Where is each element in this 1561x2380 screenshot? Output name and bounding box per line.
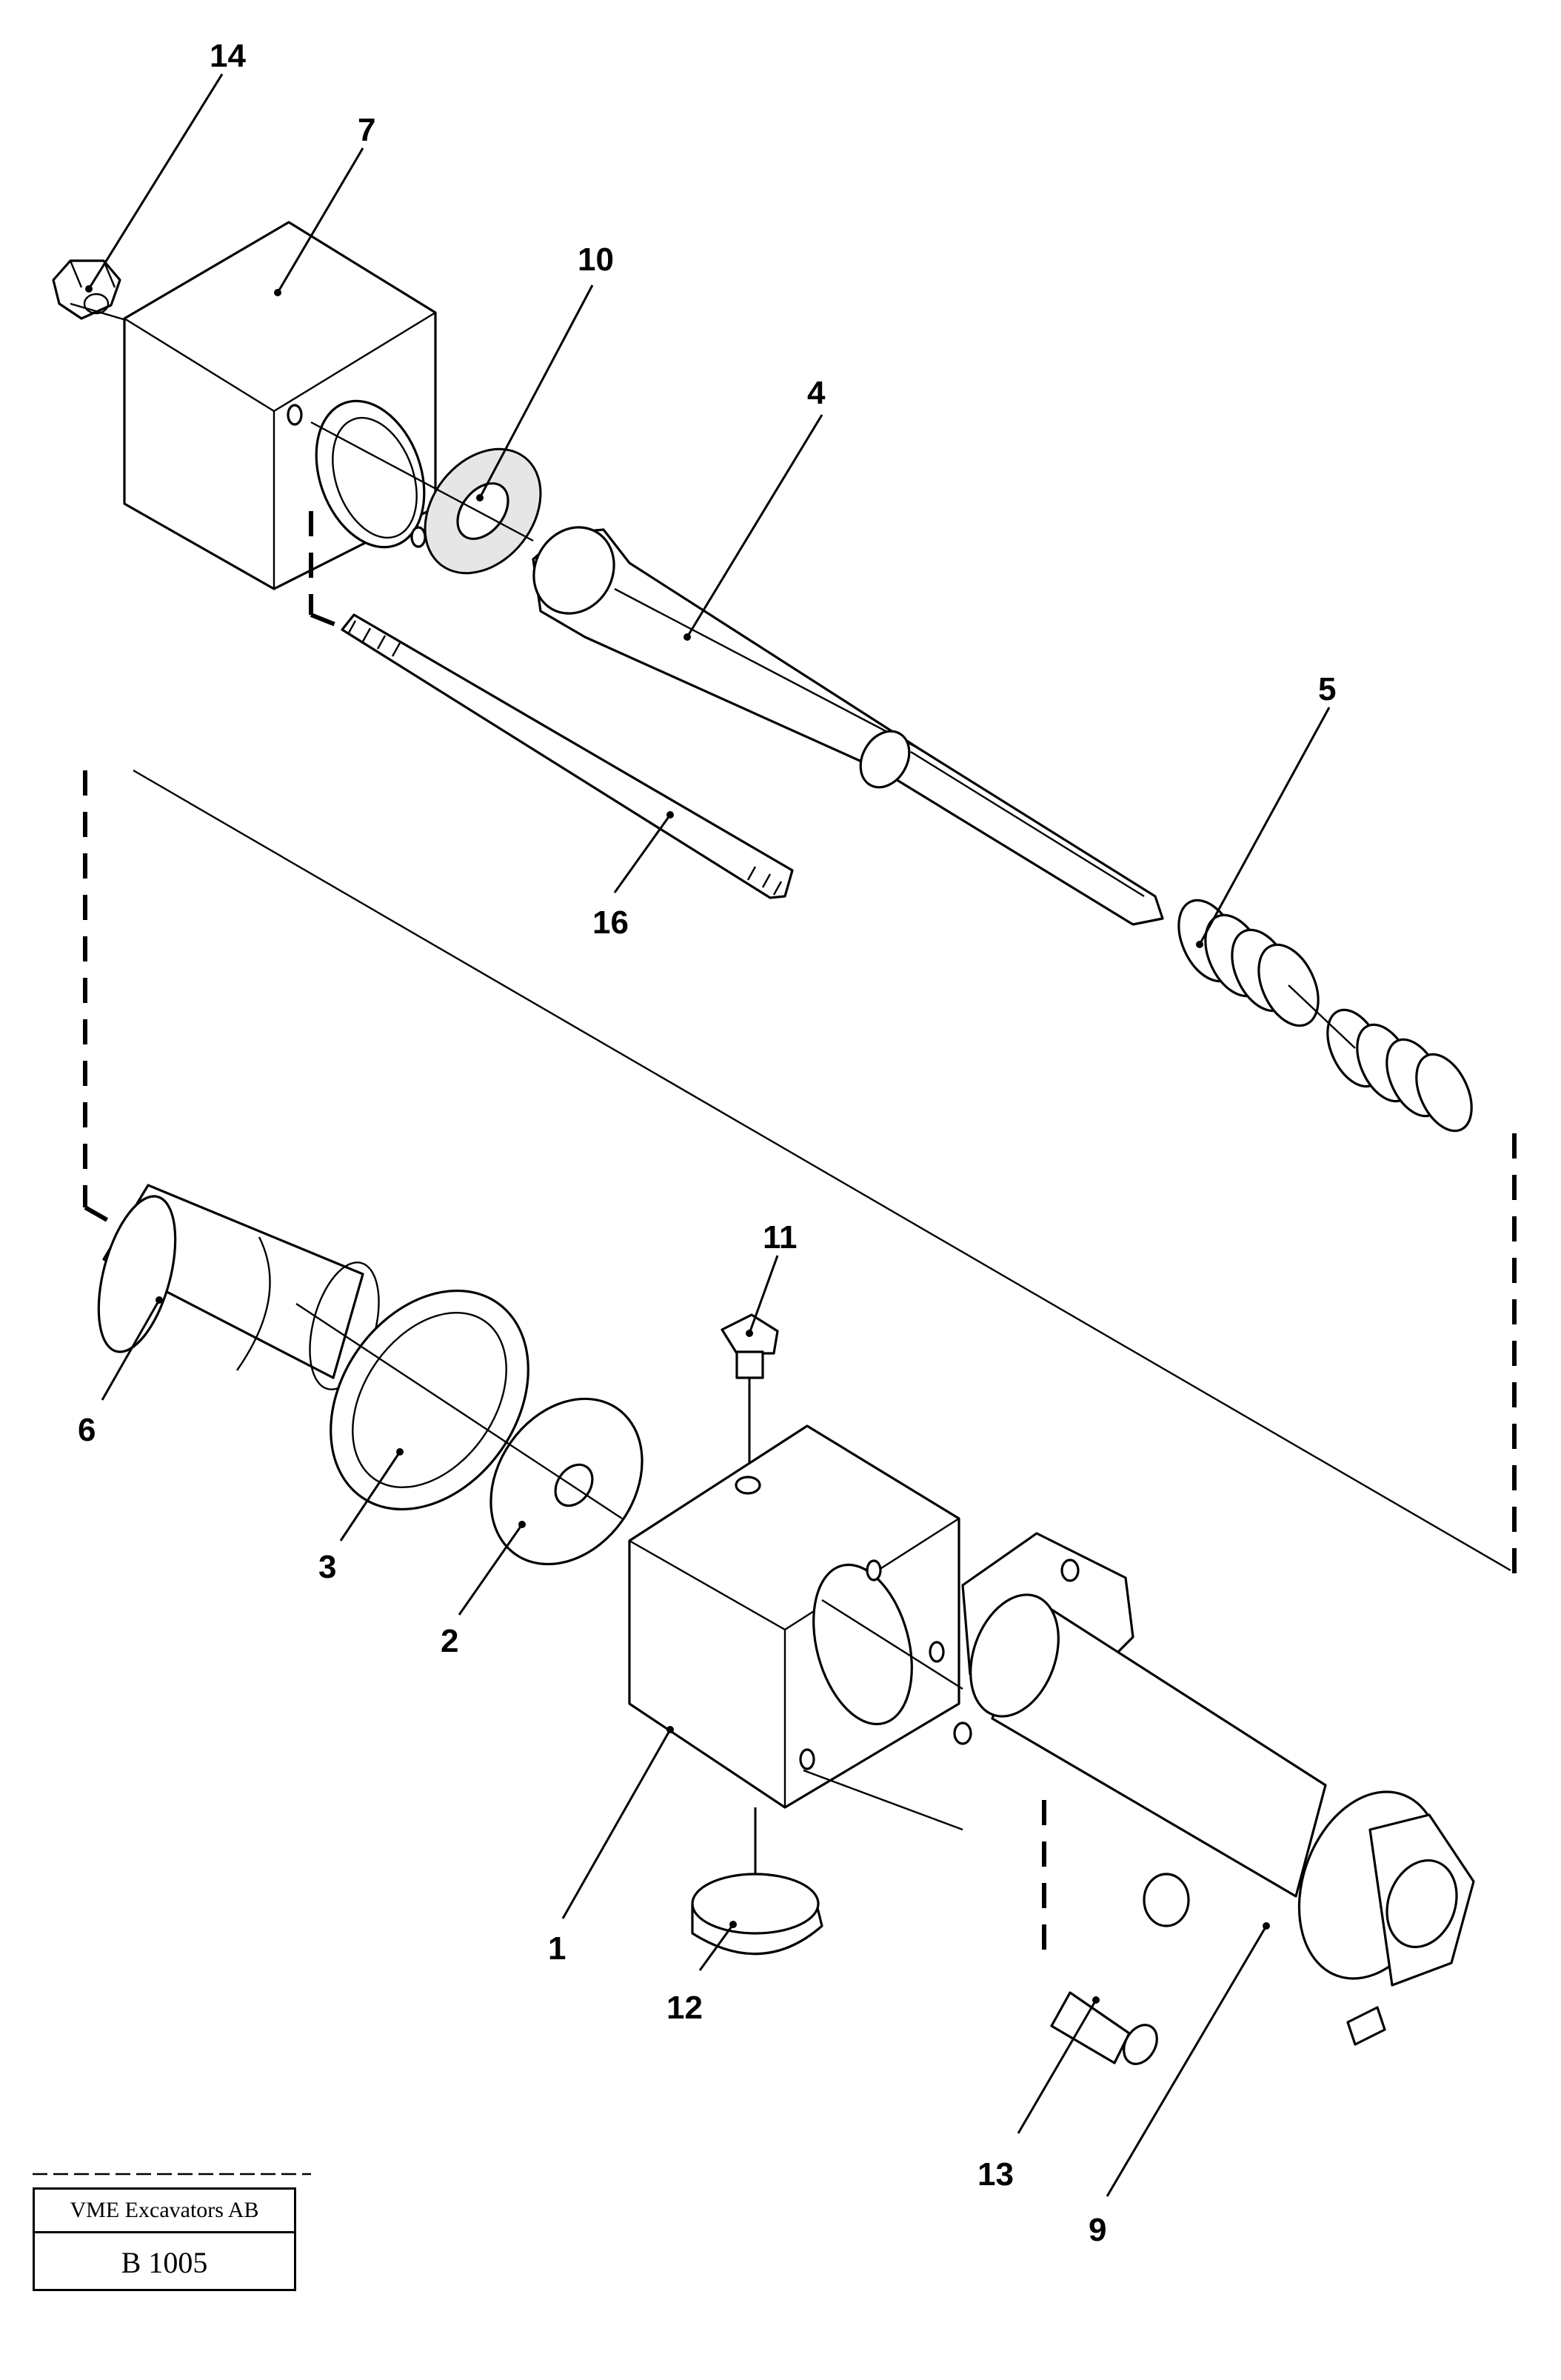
callout-9: 9 — [1089, 2212, 1106, 2248]
leader-lines — [85, 73, 1331, 2197]
springs-part-5 — [1177, 899, 1473, 1133]
washer-part-10 — [424, 447, 542, 575]
block-lower-part-1 — [628, 1424, 960, 1809]
callout-6: 6 — [78, 1412, 96, 1448]
sleeve-part-6 — [97, 1184, 380, 1390]
company-name: VME Excavators AB — [35, 2190, 294, 2233]
piston-rod-part-4 — [532, 526, 1164, 926]
cylinder-part-9 — [953, 1532, 1475, 2046]
callout-3: 3 — [318, 1549, 336, 1585]
callout-2: 2 — [441, 1623, 458, 1659]
assembly-lines — [70, 302, 1517, 1831]
callout-labels: 14 7 10 4 5 16 11 6 3 2 1 12 13 9 — [78, 38, 1336, 2248]
nut-part-14 — [52, 259, 121, 320]
callout-5: 5 — [1318, 671, 1336, 707]
callout-13: 13 — [977, 2156, 1014, 2193]
callout-11: 11 — [763, 1219, 798, 1256]
callout-14: 14 — [210, 38, 246, 74]
title-block: VME Excavators AB B 1005 — [33, 2187, 296, 2291]
block-upper-part-7 — [123, 221, 437, 590]
callout-1: 1 — [548, 1930, 566, 1967]
callout-16: 16 — [592, 904, 629, 941]
callout-10: 10 — [578, 241, 614, 278]
drawing-number: B 1005 — [121, 2245, 208, 2279]
stud-part-16 — [341, 613, 794, 899]
ring-part-3 — [330, 1289, 529, 1511]
callout-7: 7 — [358, 112, 375, 148]
callout-12: 12 — [666, 1990, 703, 2026]
callout-4: 4 — [807, 375, 826, 411]
screw-part-13 — [1042, 1800, 1158, 2065]
plug-part-12 — [691, 1807, 823, 1956]
